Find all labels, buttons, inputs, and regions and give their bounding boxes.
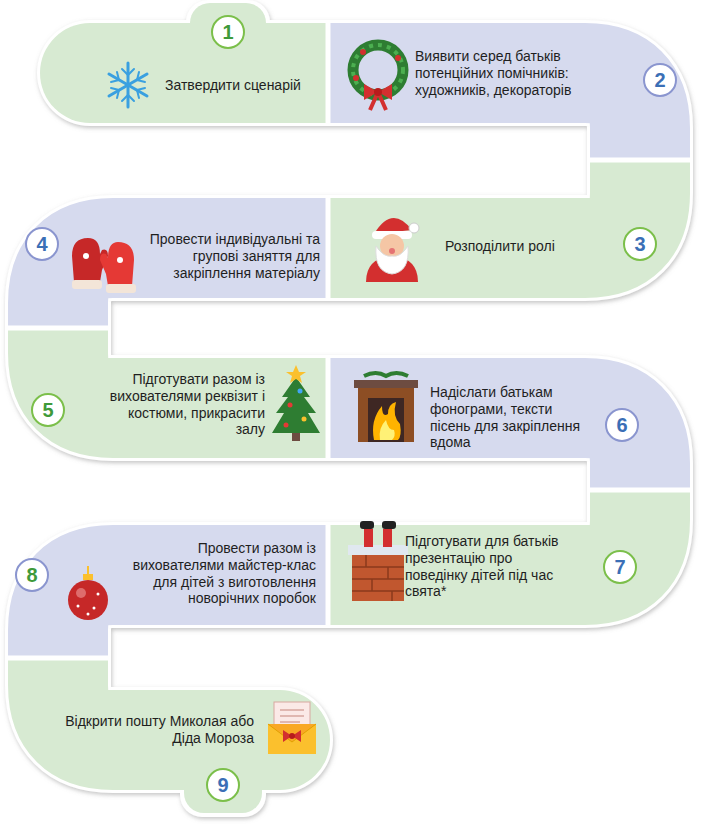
wreath-icon [353, 45, 403, 110]
envelope-icon [268, 702, 316, 754]
santa-icon [366, 218, 419, 282]
mittens-icon [72, 238, 136, 293]
step-segment: Підготувати для батьків презентацію про … [405, 533, 577, 600]
step-number: 3 [634, 232, 645, 256]
step-number: 5 [42, 398, 53, 422]
tree-icon [272, 365, 320, 441]
fireplace-icon [354, 373, 418, 442]
step-number: 4 [36, 232, 47, 256]
step-segment: Провести індивідуальні та групові занятт… [140, 231, 320, 281]
step-segment: Надіслати батькам фонограми, тексти пісе… [430, 384, 592, 451]
chimney-icon [348, 521, 408, 601]
number-circle: 7 [603, 550, 637, 584]
step-text: Розподілити ролі [445, 238, 575, 255]
segment-dividers [7, 22, 691, 658]
number-circle: 2 [643, 63, 677, 97]
number-circle: 3 [623, 227, 657, 261]
step-number: 7 [614, 555, 625, 579]
number-circle: 5 [31, 393, 65, 427]
step-segment: Відкрити пошту Миколая або Діда Мороза9 [62, 713, 254, 747]
step-text: Підготувати для батьків презентацію про … [405, 533, 577, 600]
number-circle: 9 [206, 768, 240, 802]
ribbon-segments [58, 3, 640, 813]
step-number: 8 [26, 563, 37, 587]
step-segment: Розподілити ролі3 [445, 238, 575, 255]
step-number: 2 [654, 68, 665, 92]
step-segment: Затвердити сценарій1 [165, 77, 320, 94]
step-number: 9 [217, 773, 228, 797]
step-text: Відкрити пошту Миколая або Діда Мороза [62, 713, 254, 747]
number-circle: 8 [15, 558, 49, 592]
number-circle: 1 [211, 15, 245, 49]
step-text: Надіслати батькам фонограми, тексти пісе… [430, 384, 592, 451]
step-number: 6 [616, 413, 627, 437]
step-segment: Виявити серед батьків потенційних помічн… [415, 48, 600, 98]
step-number: 1 [222, 20, 233, 44]
step-text: Підготувати разом із вихователями реквіз… [95, 371, 265, 438]
step-segment: Підготувати разом із вихователями реквіз… [95, 371, 265, 438]
step-text: Виявити серед батьків потенційних помічн… [415, 48, 600, 98]
ornament-icon [68, 566, 108, 620]
ribbon-outline [58, 0, 640, 817]
number-circle: 4 [25, 227, 59, 261]
snowflake-icon [109, 63, 147, 107]
step-text: Провести індивідуальні та групові занятт… [140, 231, 320, 281]
step-text: Провести разом із вихователями майстер-к… [128, 540, 316, 607]
number-circle: 6 [605, 408, 639, 442]
step-segment: Провести разом із вихователями майстер-к… [128, 540, 316, 607]
step-text: Затвердити сценарій [165, 77, 320, 94]
